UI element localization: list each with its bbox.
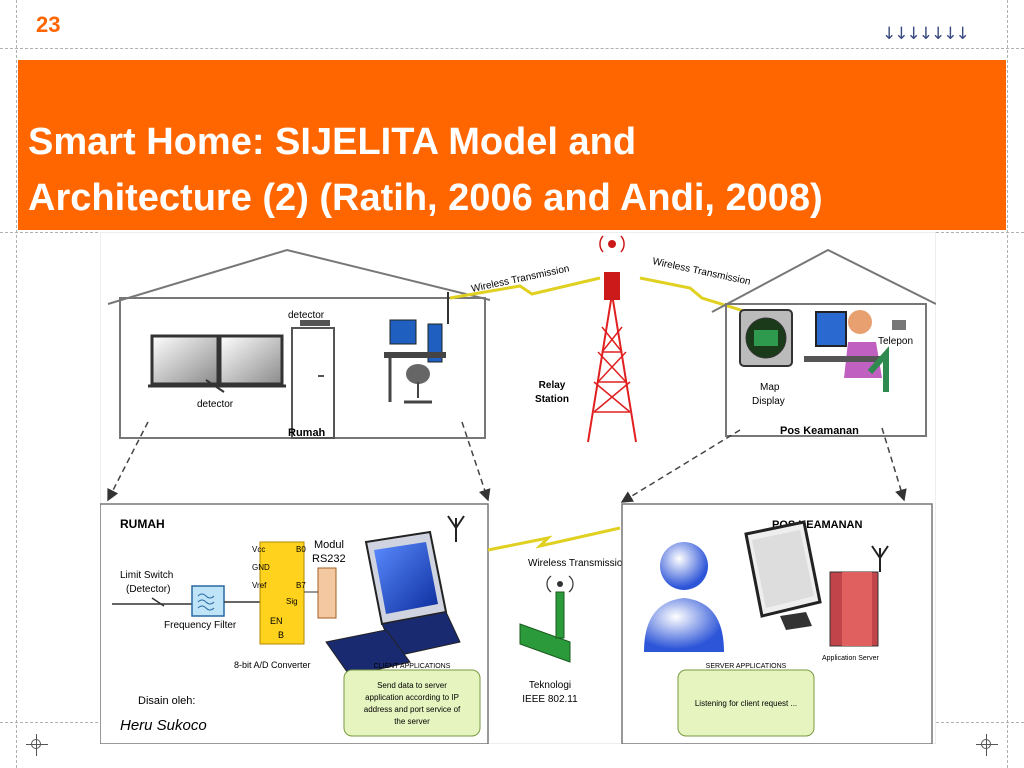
map-display-label-2: Display <box>752 396 785 407</box>
modul-label-2: RS232 <box>312 553 346 565</box>
window-icon <box>148 334 286 388</box>
house-pos-keamanan: Telepon Map Display Pos Keamanan <box>711 248 936 437</box>
relay-station-label-2: Station <box>535 394 569 405</box>
middle-wireless-label: Wireless Transmission <box>528 558 628 569</box>
map-display-label-1: Map <box>760 382 780 393</box>
telephone-icon <box>892 320 906 330</box>
pos-keamanan-detail-box: POS KEAMANAN Application Server SERVER A… <box>621 503 933 744</box>
guide-line-right <box>1007 0 1008 768</box>
sijelita-architecture-diagram: detector detector Rumah Relay <box>100 232 936 744</box>
signature-label: Heru Sukoco <box>120 717 207 734</box>
rs232-connector-icon <box>317 567 337 619</box>
slide-title: Smart Home: SIJELITA Model and Architect… <box>28 114 1008 226</box>
detector-top-label: detector <box>288 310 325 321</box>
client-app-title: CLIENT APPLICATIONS <box>374 663 451 670</box>
detector-bottom-label: detector <box>197 399 234 410</box>
adc-pin-sig: Sig <box>286 597 298 606</box>
limit-switch-label-2: (Detector) <box>126 584 170 595</box>
server-app-title: SERVER APPLICATIONS <box>706 663 787 670</box>
crosshair-icon-right <box>976 734 998 756</box>
relay-station-label-1: Relay <box>539 380 566 391</box>
adc-en-label: EN <box>270 616 283 626</box>
slide-number: 23 <box>36 12 61 37</box>
adc-pin-gnd: GND <box>252 563 270 572</box>
rumah-detail-box: RUMAH Limit Switch (Detector) Frequency … <box>100 503 489 744</box>
frequency-filter-label: Frequency Filter <box>164 620 237 631</box>
limit-switch-label-1: Limit Switch <box>120 570 173 581</box>
server-icon <box>829 545 889 647</box>
adc-pin-vcc: Vcc <box>252 545 265 554</box>
house-rumah: detector detector Rumah <box>107 248 491 439</box>
lightning-icon-right <box>639 276 761 318</box>
door-icon <box>291 320 335 439</box>
client-app-text-1: Send data to server <box>377 681 447 690</box>
monitor-icon <box>744 520 822 630</box>
user-icon <box>644 542 724 652</box>
server-app-box <box>677 669 815 737</box>
filter-icon <box>191 585 225 617</box>
adc-pin-b0: B0 <box>296 545 306 554</box>
client-app-text-4: the server <box>394 717 430 726</box>
guide-line-top <box>0 48 1024 49</box>
lightning-icon-left <box>449 276 601 300</box>
adc-pin-vref: Vref <box>252 581 267 590</box>
tech-label-2: IEEE 802.11 <box>522 694 578 705</box>
telepon-label: Telepon <box>878 336 913 347</box>
nav-arrows-icon[interactable]: ↓↓↓↓↓↓↓ <box>882 24 970 44</box>
access-point-icon <box>519 575 574 663</box>
crosshair-icon-left <box>26 734 48 756</box>
adc-pin-b7: B7 <box>296 581 306 590</box>
title-banner <box>18 60 1006 230</box>
tech-label-1: Teknologi <box>529 680 571 691</box>
workstation-icon <box>384 292 449 404</box>
adc-b-label: B <box>278 630 284 640</box>
slide-title-line-1: Smart Home: SIJELITA Model and <box>28 121 637 163</box>
map-display-icon <box>739 309 793 367</box>
adc-chip <box>259 541 305 645</box>
client-computer-icon <box>325 515 465 677</box>
lightning-icon-middle <box>487 526 621 552</box>
rumah-box-title: RUMAH <box>120 517 165 531</box>
relay-tower-icon <box>587 235 637 443</box>
server-app-text: Listening for client request ... <box>695 699 797 708</box>
operator-icon <box>804 310 889 392</box>
house-label: Rumah <box>288 427 326 439</box>
client-app-text-3: address and port service of <box>364 705 461 714</box>
designed-by-label: Disain oleh: <box>138 695 195 707</box>
guide-line-left <box>16 0 17 768</box>
client-app-text-2: application according to IP <box>365 693 459 702</box>
app-server-label: Application Server <box>822 655 879 662</box>
client-app-box <box>343 669 481 737</box>
pos-keamanan-label: Pos Keamanan <box>780 425 859 437</box>
adc-label: 8-bit A/D Converter <box>234 660 311 670</box>
modul-label-1: Modul <box>314 539 344 551</box>
slide-title-line-2: Architecture (2) (Ratih, 2006 and Andi, … <box>28 177 823 219</box>
